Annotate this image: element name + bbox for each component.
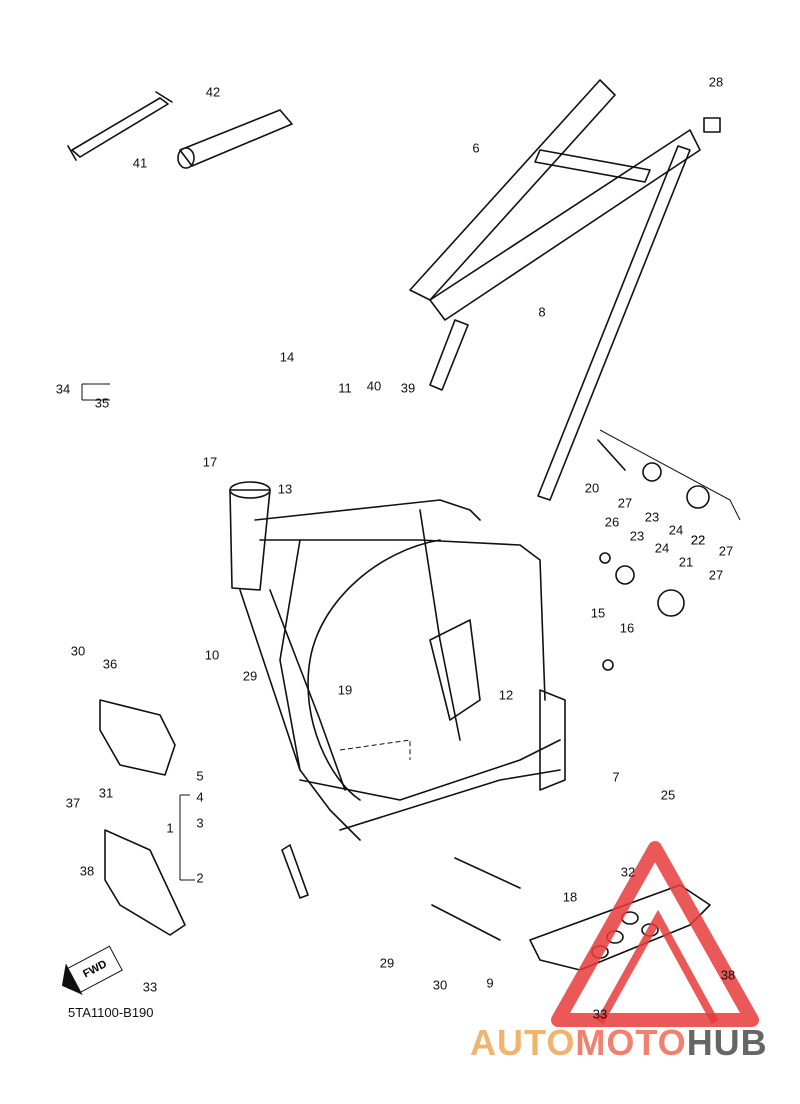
- watermark-auto: AUTO: [470, 1022, 576, 1063]
- socket-wrench-tool: [177, 109, 293, 169]
- callout-17: 17: [202, 454, 218, 470]
- callout-24: 24: [668, 522, 684, 538]
- callout-22: 22: [690, 532, 706, 548]
- callout-30: 30: [432, 977, 448, 993]
- callout-10: 10: [204, 647, 220, 663]
- callout-41: 41: [132, 155, 148, 171]
- callout-20: 20: [584, 480, 600, 496]
- main-frame: [229, 481, 566, 841]
- callout-32: 32: [620, 864, 636, 880]
- callout-21: 21: [678, 554, 694, 570]
- callout-22: 22: [690, 532, 706, 548]
- callout-31: 31: [98, 785, 114, 801]
- chain-guide: [99, 699, 176, 776]
- callout-9: 9: [486, 975, 494, 991]
- callout-26: 26: [604, 514, 620, 530]
- callout-30: 30: [70, 643, 86, 659]
- callout-18: 18: [562, 889, 578, 905]
- callout-19: 19: [337, 682, 353, 698]
- callout-13: 13: [277, 481, 293, 497]
- watermark-triangle: [551, 841, 759, 1027]
- callout-6: 6: [472, 140, 480, 156]
- callout-40: 40: [366, 378, 382, 394]
- bolt-2: [281, 844, 309, 899]
- callout-11: 11: [338, 380, 352, 396]
- watermark-hub: HUB: [686, 1022, 768, 1063]
- callout-27: 27: [617, 495, 633, 511]
- callout-8: 8: [538, 304, 546, 320]
- callout-38: 38: [720, 967, 736, 983]
- part-code: 5TA1100-B190: [68, 1005, 154, 1020]
- callout-4: 4: [196, 789, 204, 805]
- callout-12: 12: [498, 687, 514, 703]
- spanner-tool: [67, 91, 173, 161]
- callout-7: 7: [612, 769, 620, 785]
- callout-25: 25: [660, 787, 676, 803]
- callout-23: 23: [644, 509, 660, 525]
- watermark-moto: MOTO: [575, 1022, 687, 1063]
- callout-34: 34: [55, 381, 71, 397]
- callout-5: 5: [196, 768, 204, 784]
- callout-28: 28: [708, 74, 724, 90]
- callout-29: 29: [379, 955, 395, 971]
- callout-14: 14: [279, 349, 295, 365]
- callout-24: 24: [654, 540, 670, 556]
- bolt-9: [431, 857, 521, 941]
- callout-38: 38: [79, 863, 95, 879]
- mount-hardware: [597, 439, 710, 671]
- callout-37: 37: [65, 795, 81, 811]
- callout-23: 23: [629, 528, 645, 544]
- callout-3: 3: [196, 815, 204, 831]
- callout-15: 15: [590, 605, 606, 621]
- callout-33: 33: [592, 1006, 608, 1022]
- callout-2: 2: [196, 870, 204, 886]
- callout-27: 27: [708, 567, 724, 583]
- callout-39: 39: [400, 380, 416, 396]
- rear-subframe: [409, 79, 721, 501]
- callout-36: 36: [102, 656, 118, 672]
- callout-42: 42: [205, 84, 221, 100]
- callout-35: 35: [94, 395, 110, 411]
- callout-16: 16: [619, 620, 635, 636]
- callout-1: 1: [166, 820, 174, 836]
- callout-27: 27: [718, 543, 734, 559]
- chain-guard-plate: [104, 829, 186, 936]
- callout-33: 33: [142, 979, 158, 995]
- watermark-logo: AUTOMOTOHUB: [470, 1022, 768, 1064]
- callout-29: 29: [242, 668, 258, 684]
